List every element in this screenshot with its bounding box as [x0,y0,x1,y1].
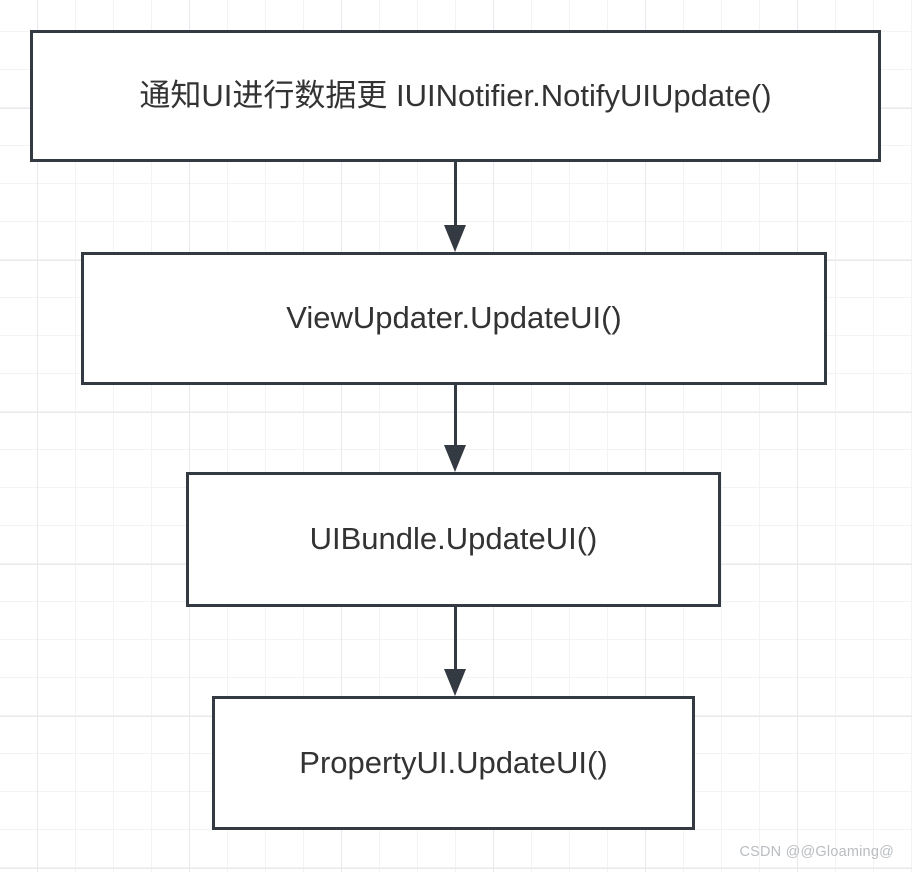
arrow-shaft [453,607,457,669]
arrow-head-icon [444,225,466,252]
flow-node-notify-ui: 通知UI进行数据更 IUINotifier.NotifyUIUpdate() [30,30,881,162]
csdn-watermark: CSDN @@Gloaming@ [739,844,894,860]
flow-node-view-updater: ViewUpdater.UpdateUI() [81,252,827,385]
flow-node-ui-bundle: UIBundle.UpdateUI() [186,472,721,607]
arrow-head-icon [444,445,466,472]
arrow-shaft [453,162,457,225]
flow-node-label: ViewUpdater.UpdateUI() [286,300,622,336]
connector-arrow-down [443,162,467,252]
connector-arrow-down [443,607,467,696]
flow-node-label: PropertyUI.UpdateUI() [299,744,608,780]
flow-node-property-ui: PropertyUI.UpdateUI() [212,696,695,830]
connector-arrow-down [443,385,467,472]
arrow-head-icon [444,669,466,696]
flow-node-label: UIBundle.UpdateUI() [309,521,598,557]
arrow-shaft [453,385,457,445]
flow-node-label: 通知UI进行数据更 IUINotifier.NotifyUIUpdate() [139,77,772,113]
